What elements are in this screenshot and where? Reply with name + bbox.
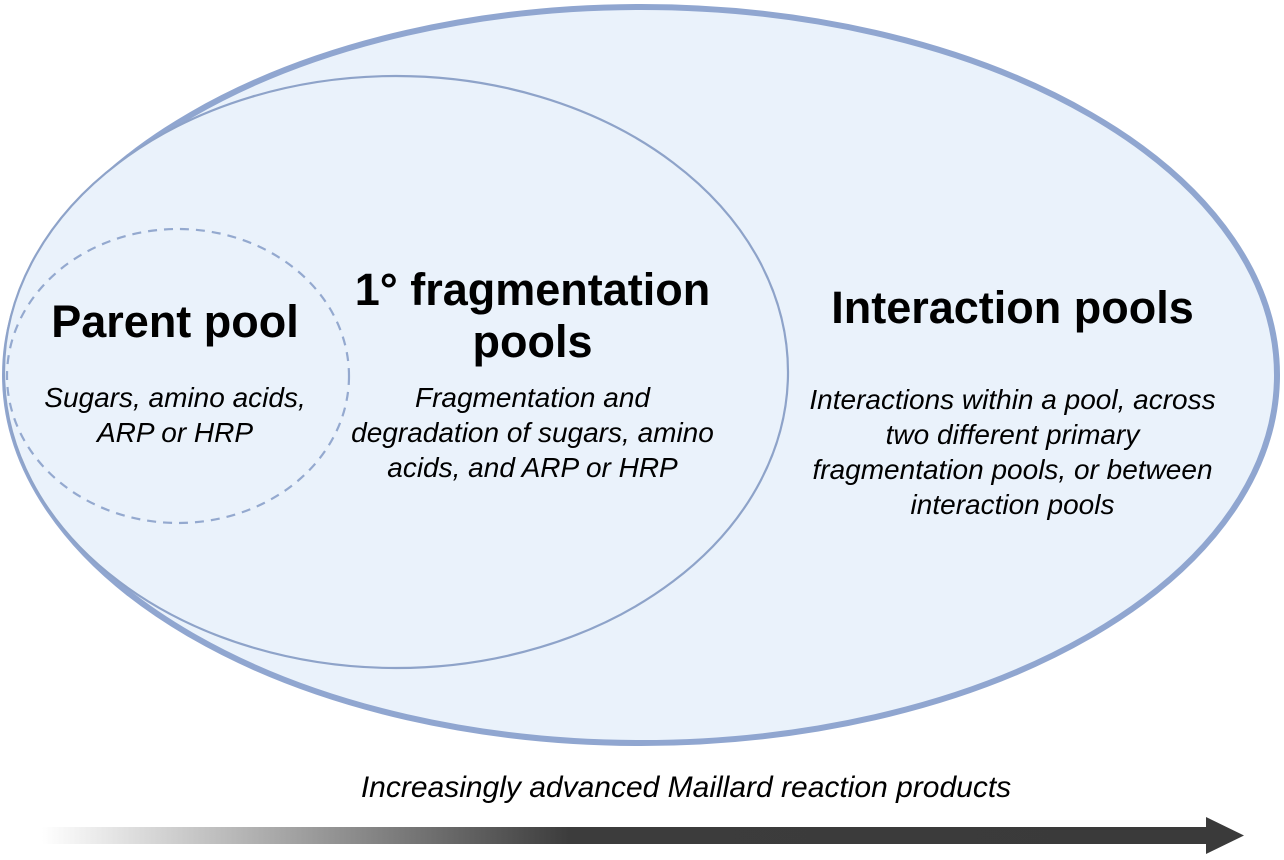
interaction-pools-title: Interaction pools <box>831 282 1194 333</box>
interaction-pools-description: Interactions within a pool, across two d… <box>809 384 1216 520</box>
fragmentation-pools-ellipse <box>2 74 790 670</box>
parent-pool-ellipse <box>5 227 351 525</box>
parent-pool-label-group: Parent pool Sugars, amino acids, ARP or … <box>30 296 320 450</box>
fragmentation-pools-label-group: 1° fragmentation pools Fragmentation and… <box>340 264 725 485</box>
progression-axis-label: Increasingly advanced Maillard reaction … <box>360 771 1012 804</box>
progression-arrow-head <box>1206 817 1244 854</box>
fragmentation-pools-description: Fragmentation and degradation of sugars,… <box>351 382 714 483</box>
interaction-pools-label-group: Interaction pools Interactions within a … <box>800 282 1225 522</box>
parent-pool-title: Parent pool <box>51 296 299 347</box>
parent-pool-description: Sugars, amino acids, ARP or HRP <box>44 382 306 448</box>
progression-arrow-shaft <box>42 827 1214 844</box>
fragmentation-pools-title: 1° fragmentation pools <box>354 264 711 367</box>
